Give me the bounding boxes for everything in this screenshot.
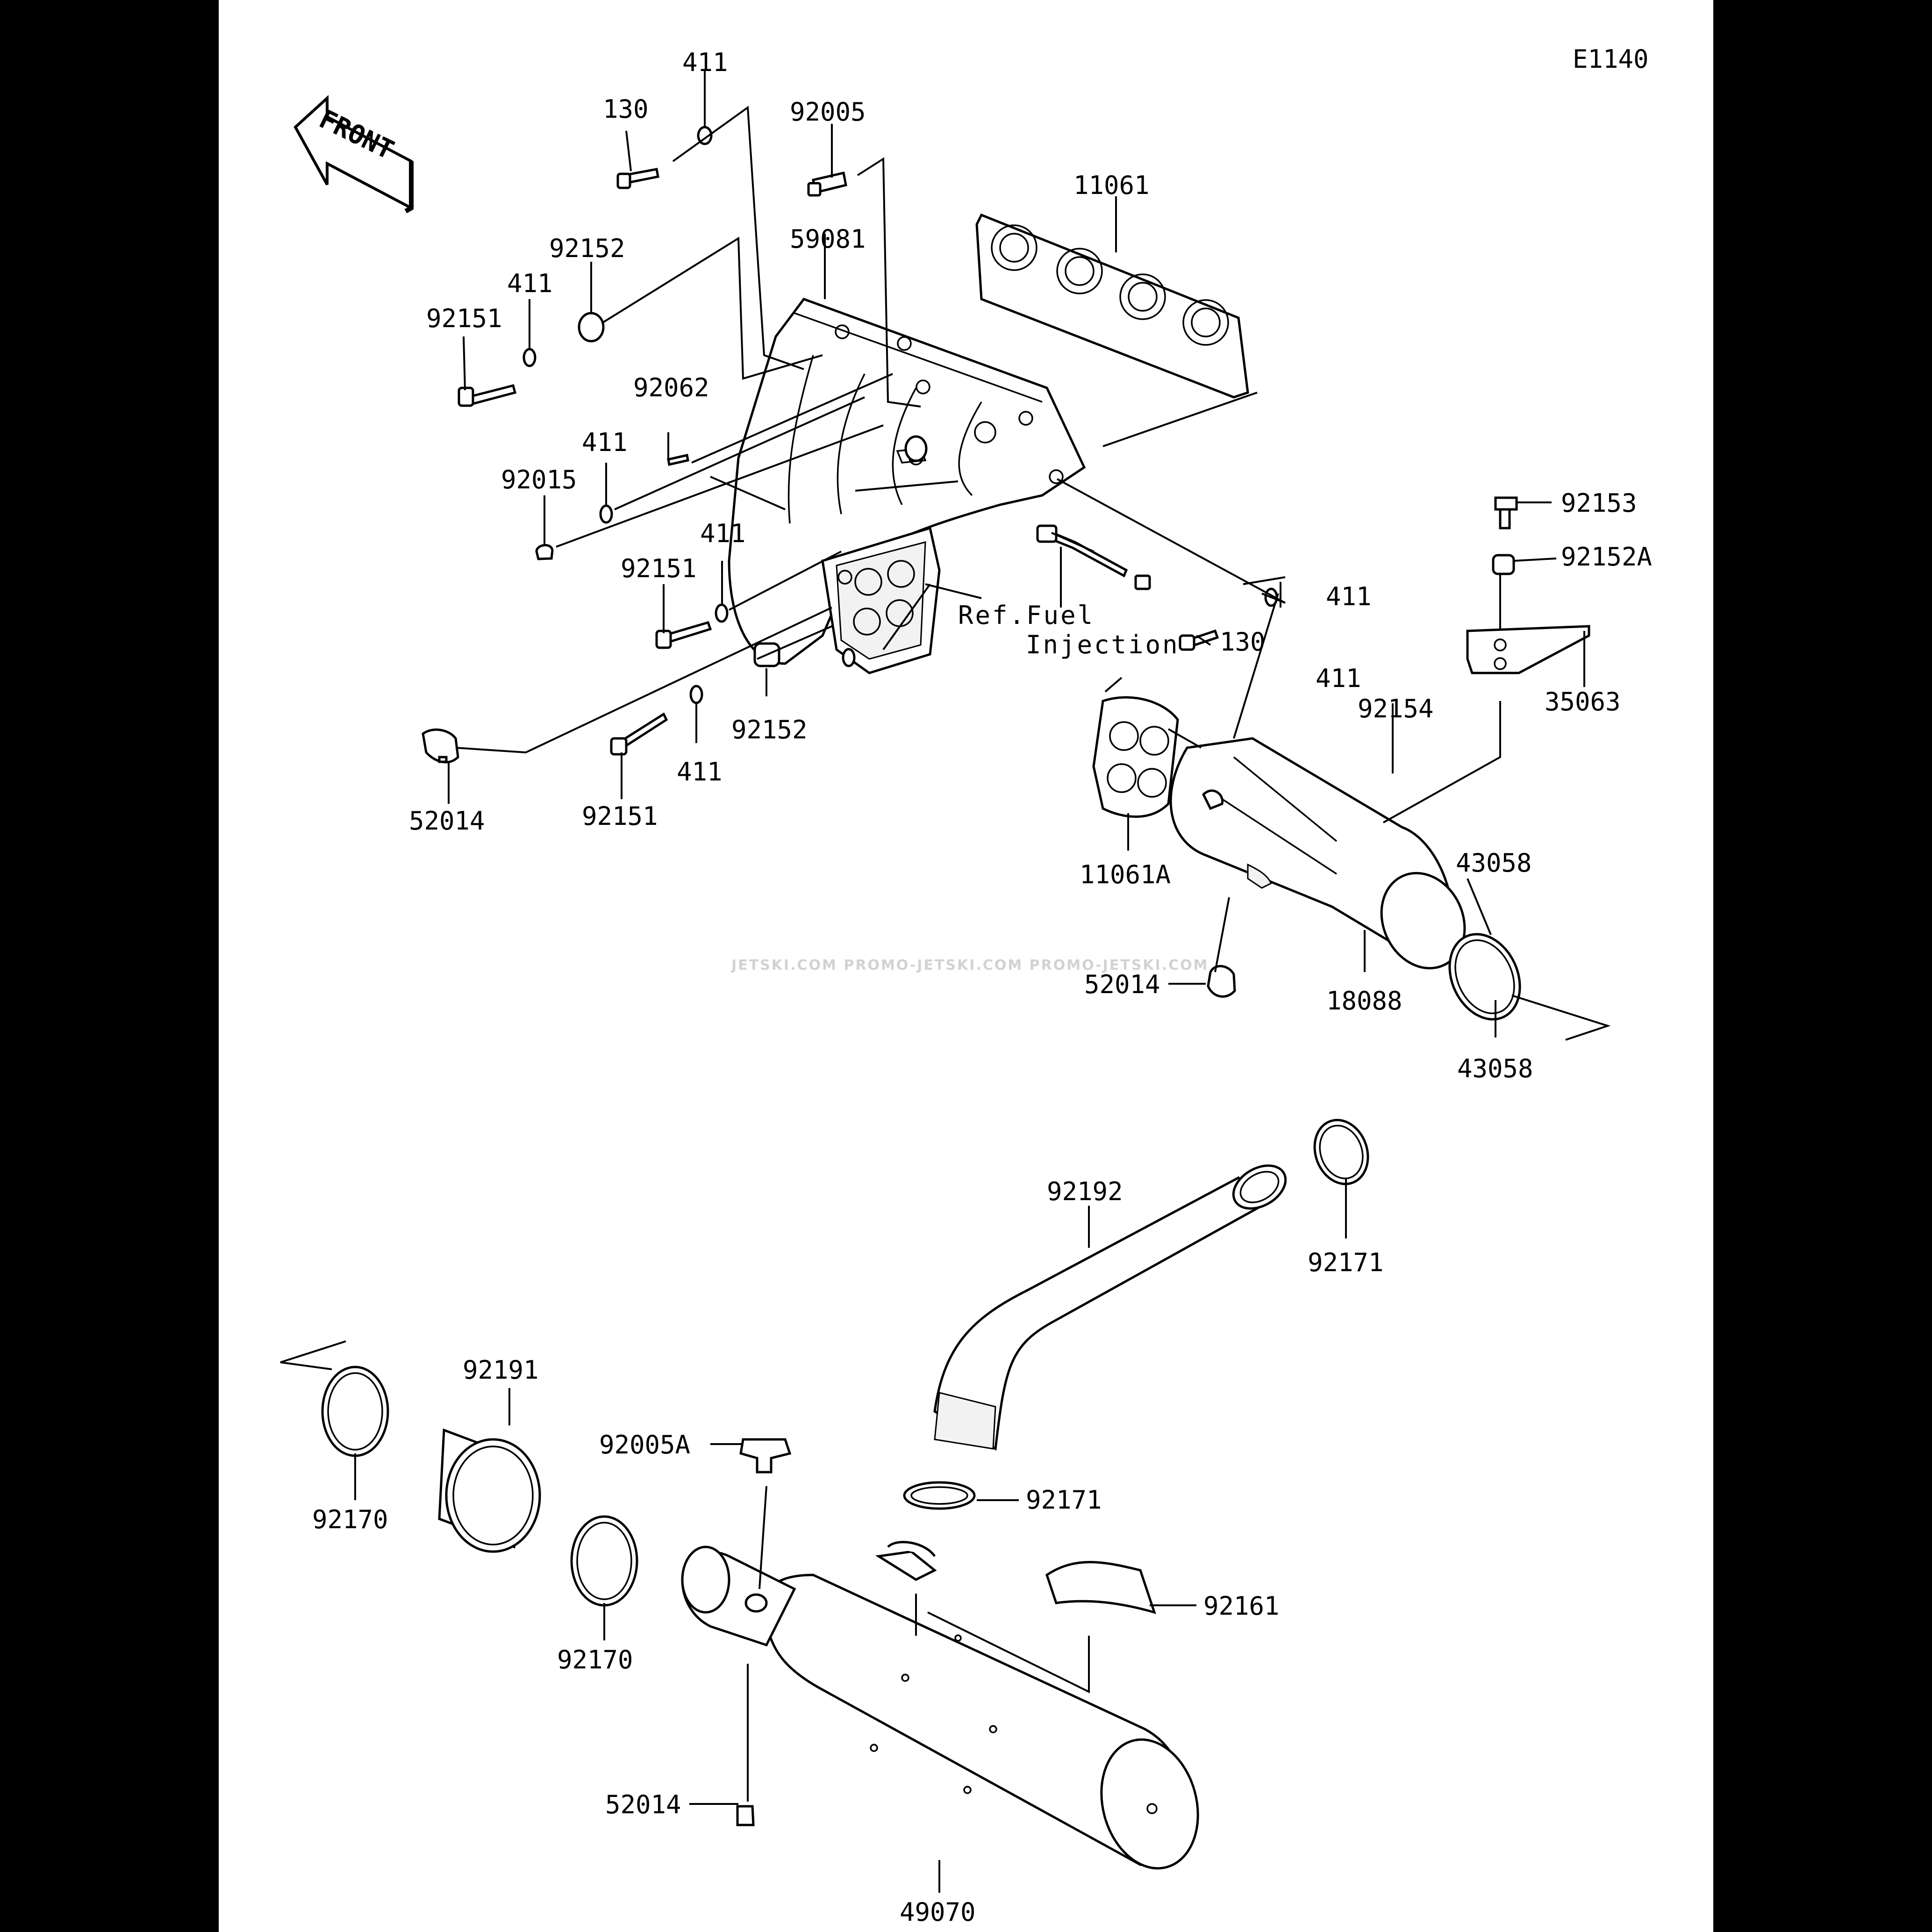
part-label: 92171 bbox=[1308, 1248, 1384, 1277]
hose-92191 bbox=[438, 1428, 541, 1553]
part-label: 43058 bbox=[1456, 848, 1532, 878]
clamp-92170-left bbox=[321, 1366, 389, 1457]
part-label: 52014 bbox=[1084, 970, 1160, 999]
part-label: 130 bbox=[603, 94, 649, 124]
part-label: 411 bbox=[582, 428, 628, 457]
part-label: 92151 bbox=[582, 801, 658, 831]
part-label: 92151 bbox=[621, 554, 697, 583]
part-label: 411 bbox=[700, 519, 746, 548]
part-label: 411 bbox=[677, 757, 723, 787]
part-label: 130 bbox=[1220, 627, 1266, 657]
part-label: 92161 bbox=[1203, 1591, 1280, 1621]
fasteners-upper bbox=[458, 126, 1278, 756]
part-label: 92005A bbox=[599, 1430, 690, 1460]
watermark: JETSKI.COM PROMO-JETSKI.COM PROMO-JETSKI… bbox=[730, 957, 1209, 973]
clamp-92170-mid bbox=[570, 1515, 638, 1607]
hose-92192 bbox=[933, 1164, 1287, 1451]
part-label: 92170 bbox=[312, 1505, 388, 1534]
diagram-code: E1140 bbox=[1573, 44, 1649, 74]
elbow-fitting-52014-bottom bbox=[736, 1805, 755, 1826]
front-arrow: FRONT bbox=[293, 95, 414, 214]
tee-fitting-92005A bbox=[739, 1438, 792, 1474]
part-label: 59081 bbox=[790, 224, 866, 254]
muffler-49070 bbox=[681, 1541, 1199, 1870]
elbow-fitting-52014-mid bbox=[1207, 965, 1236, 998]
ref-injection-label: Injection bbox=[1026, 630, 1180, 659]
part-label: 92152 bbox=[731, 715, 808, 744]
part-labels: 130 411 92005 11061 92152 59081 411 9215… bbox=[312, 48, 1652, 1927]
bracket-35063 bbox=[1466, 496, 1590, 674]
exhaust-pipe-18088 bbox=[1169, 737, 1466, 970]
part-label: 92192 bbox=[1047, 1177, 1123, 1206]
part-label: 411 bbox=[682, 48, 728, 77]
part-label: 92005 bbox=[790, 97, 866, 127]
exhaust-manifold bbox=[728, 298, 1086, 674]
part-label: 92191 bbox=[463, 1355, 539, 1385]
hose-clamp-92171-lower bbox=[903, 1481, 976, 1510]
part-label: 92062 bbox=[633, 373, 709, 402]
part-label: 411 bbox=[1316, 664, 1361, 693]
ring-43058 bbox=[1448, 933, 1521, 1021]
leader-lines bbox=[280, 70, 1611, 1893]
part-label: 92170 bbox=[557, 1645, 633, 1674]
heat-shield-92161 bbox=[1045, 1561, 1156, 1614]
part-label: 92151 bbox=[426, 304, 502, 333]
part-label: 92015 bbox=[501, 465, 577, 494]
part-label: 49070 bbox=[900, 1897, 976, 1927]
ref-fuel-label: Ref.Fuel bbox=[958, 601, 1095, 630]
gasket-11061 bbox=[975, 213, 1249, 399]
part-label: 11061A bbox=[1080, 860, 1171, 889]
part-label: 35063 bbox=[1545, 687, 1621, 716]
part-label: 92154 bbox=[1358, 694, 1434, 723]
part-label: 11061 bbox=[1073, 171, 1150, 200]
part-label: 92152 bbox=[549, 234, 625, 263]
part-label: 43058 bbox=[1457, 1054, 1533, 1083]
part-label: 92153 bbox=[1561, 488, 1637, 518]
gasket-11061A bbox=[1092, 696, 1179, 818]
part-label: 411 bbox=[1326, 582, 1372, 611]
hose-clamp-92171-upper bbox=[1313, 1119, 1369, 1185]
part-label: 411 bbox=[507, 269, 553, 298]
part-label: 92152A bbox=[1561, 542, 1652, 572]
part-label: 18088 bbox=[1326, 986, 1402, 1016]
part-label: 52014 bbox=[605, 1790, 681, 1819]
part-label: 52014 bbox=[409, 806, 485, 836]
elbow-fitting-52014-left bbox=[422, 728, 459, 764]
part-label: 92171 bbox=[1026, 1485, 1102, 1515]
